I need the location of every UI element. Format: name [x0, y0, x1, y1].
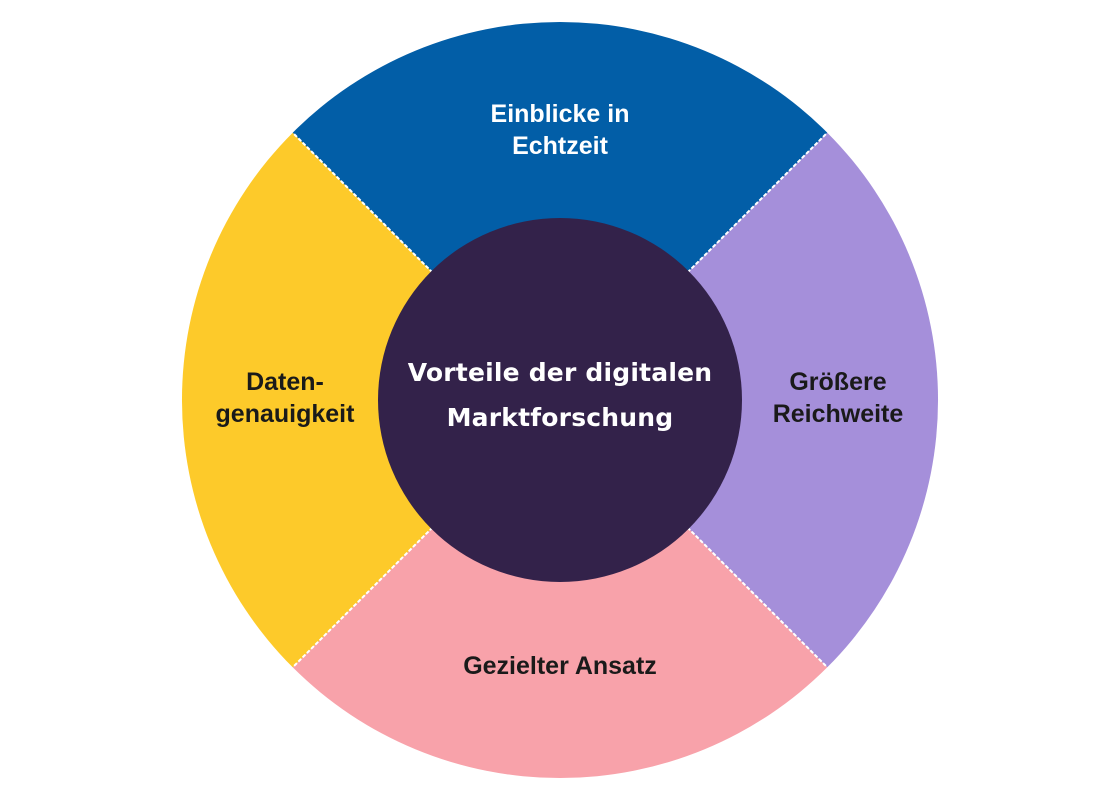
center-title-line1: Vorteile der digitalen	[407, 358, 713, 387]
center-circle	[378, 218, 742, 582]
segment-right-line2: Reichweite	[772, 400, 904, 428]
segment-right-label: Größere Reichweite	[748, 366, 928, 430]
segment-top-line2: Echtzeit	[512, 132, 608, 160]
segment-left-shape	[181, 132, 560, 668]
segment-left-label: Daten- genauigkeit	[195, 366, 375, 430]
segment-bottom-shape	[292, 400, 828, 779]
segment-left-line2: genauigkeit	[215, 400, 355, 428]
segment-top-line1: Einblicke in	[490, 100, 630, 128]
segment-right-shape	[560, 132, 939, 668]
center-title: Vorteile der digitalen Marktforschung	[380, 350, 740, 440]
segment-bottom-line1: Gezielter Ansatz	[463, 652, 657, 680]
segment-top-label: Einblicke in Echtzeit	[440, 98, 680, 162]
segment-right-line1: Größere	[789, 368, 887, 396]
segment-bottom-label: Gezielter Ansatz	[400, 650, 720, 682]
segment-left-line1: Daten-	[246, 368, 324, 396]
segment-top-shape	[292, 21, 828, 400]
center-title-line2: Marktforschung	[446, 403, 674, 432]
